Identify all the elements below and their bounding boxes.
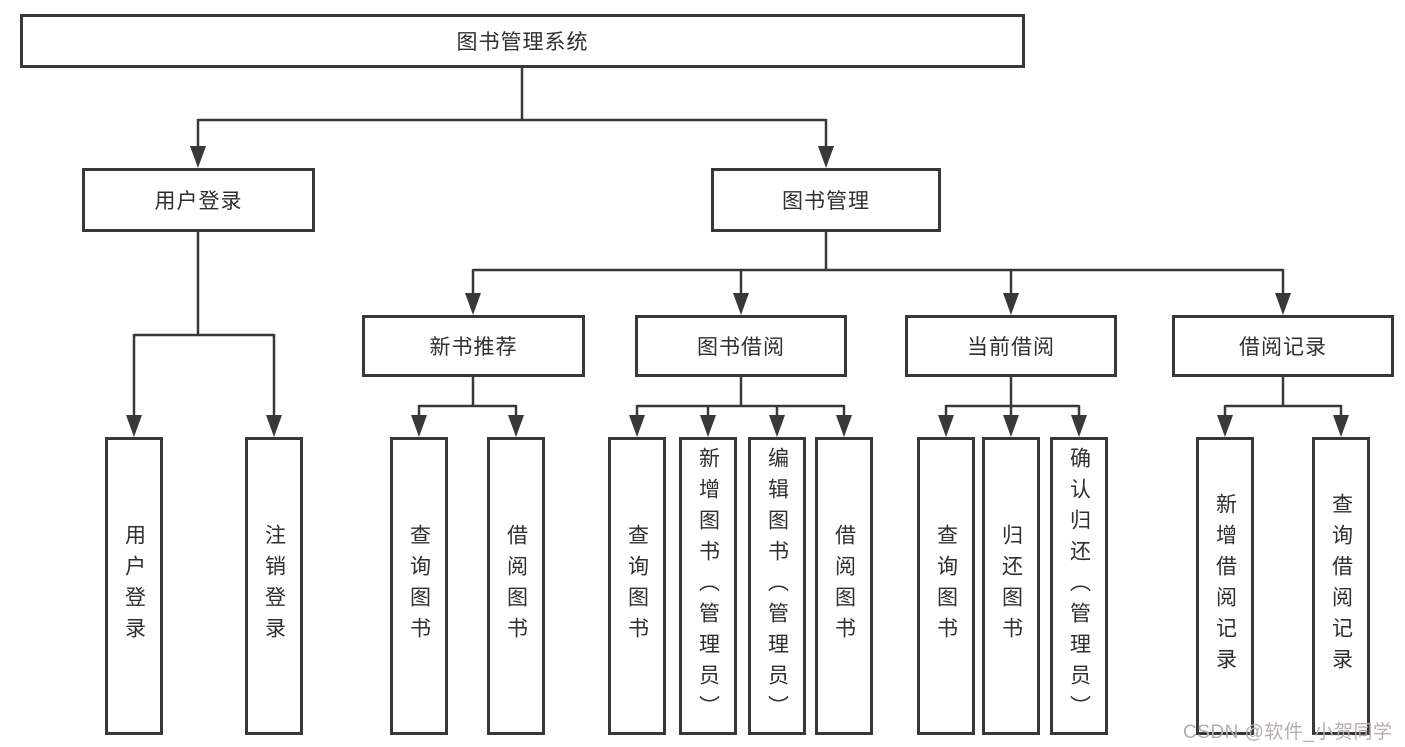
- leaf-return-book: 归还图书: [982, 437, 1040, 735]
- leaf-return-book-label: 归还图书: [999, 524, 1023, 648]
- leaf-logout-label: 注销登录: [262, 524, 286, 648]
- leaf-query-books-borrow: 查询图书: [608, 437, 666, 735]
- node-book-management: 图书管理: [711, 168, 941, 232]
- leaf-logout: 注销登录: [245, 437, 303, 735]
- leaf-borrow-books-recommend-label: 借阅图书: [504, 524, 528, 648]
- leaf-query-borrow-record-label: 查询借阅记录: [1329, 493, 1353, 679]
- leaf-borrow-books: 借阅图书: [815, 437, 873, 735]
- leaf-confirm-return-admin-label: 确认归还（管理员）: [1067, 446, 1091, 726]
- node-current-borrow-label: 当前借阅: [967, 336, 1055, 359]
- node-new-book-recommend: 新书推荐: [362, 315, 585, 377]
- leaf-edit-book-admin-label: 编辑图书（管理员）: [765, 446, 789, 726]
- node-book-borrow: 图书借阅: [635, 315, 847, 377]
- arrowheads: [126, 146, 1349, 437]
- leaf-query-books-recommend: 查询图书: [390, 437, 448, 735]
- leaf-query-books-current-label: 查询图书: [934, 524, 958, 648]
- leaf-query-books-current: 查询图书: [917, 437, 975, 735]
- leaf-add-borrow-record: 新增借阅记录: [1196, 437, 1254, 735]
- leaf-borrow-books-label: 借阅图书: [832, 524, 856, 648]
- leaf-query-books-recommend-label: 查询图书: [407, 524, 431, 648]
- leaf-query-borrow-record: 查询借阅记录: [1312, 437, 1370, 735]
- leaf-add-borrow-record-label: 新增借阅记录: [1213, 493, 1237, 679]
- node-new-book-recommend-label: 新书推荐: [429, 336, 518, 359]
- leaf-query-books-borrow-label: 查询图书: [625, 524, 649, 648]
- node-book-management-label: 图书管理: [782, 190, 870, 213]
- node-root: 图书管理系统: [20, 14, 1025, 68]
- node-current-borrow: 当前借阅: [905, 315, 1117, 377]
- node-user-login-label: 用户登录: [154, 190, 243, 213]
- node-borrow-records-label: 借阅记录: [1239, 336, 1327, 359]
- node-user-login: 用户登录: [82, 168, 315, 232]
- leaf-user-login-label: 用户登录: [122, 524, 146, 648]
- node-root-label: 图书管理系统: [456, 31, 589, 54]
- leaf-confirm-return-admin: 确认归还（管理员）: [1050, 437, 1108, 735]
- leaf-edit-book-admin: 编辑图书（管理员）: [748, 437, 806, 735]
- leaf-borrow-books-recommend: 借阅图书: [487, 437, 545, 735]
- leaf-user-login: 用户登录: [105, 437, 163, 735]
- node-borrow-records: 借阅记录: [1172, 315, 1394, 377]
- watermark: CSDN @软件_小贺同学: [1183, 722, 1393, 743]
- node-book-borrow-label: 图书借阅: [697, 336, 785, 359]
- leaf-add-book-admin-label: 新增图书（管理员）: [696, 446, 720, 726]
- leaf-add-book-admin: 新增图书（管理员）: [679, 437, 737, 735]
